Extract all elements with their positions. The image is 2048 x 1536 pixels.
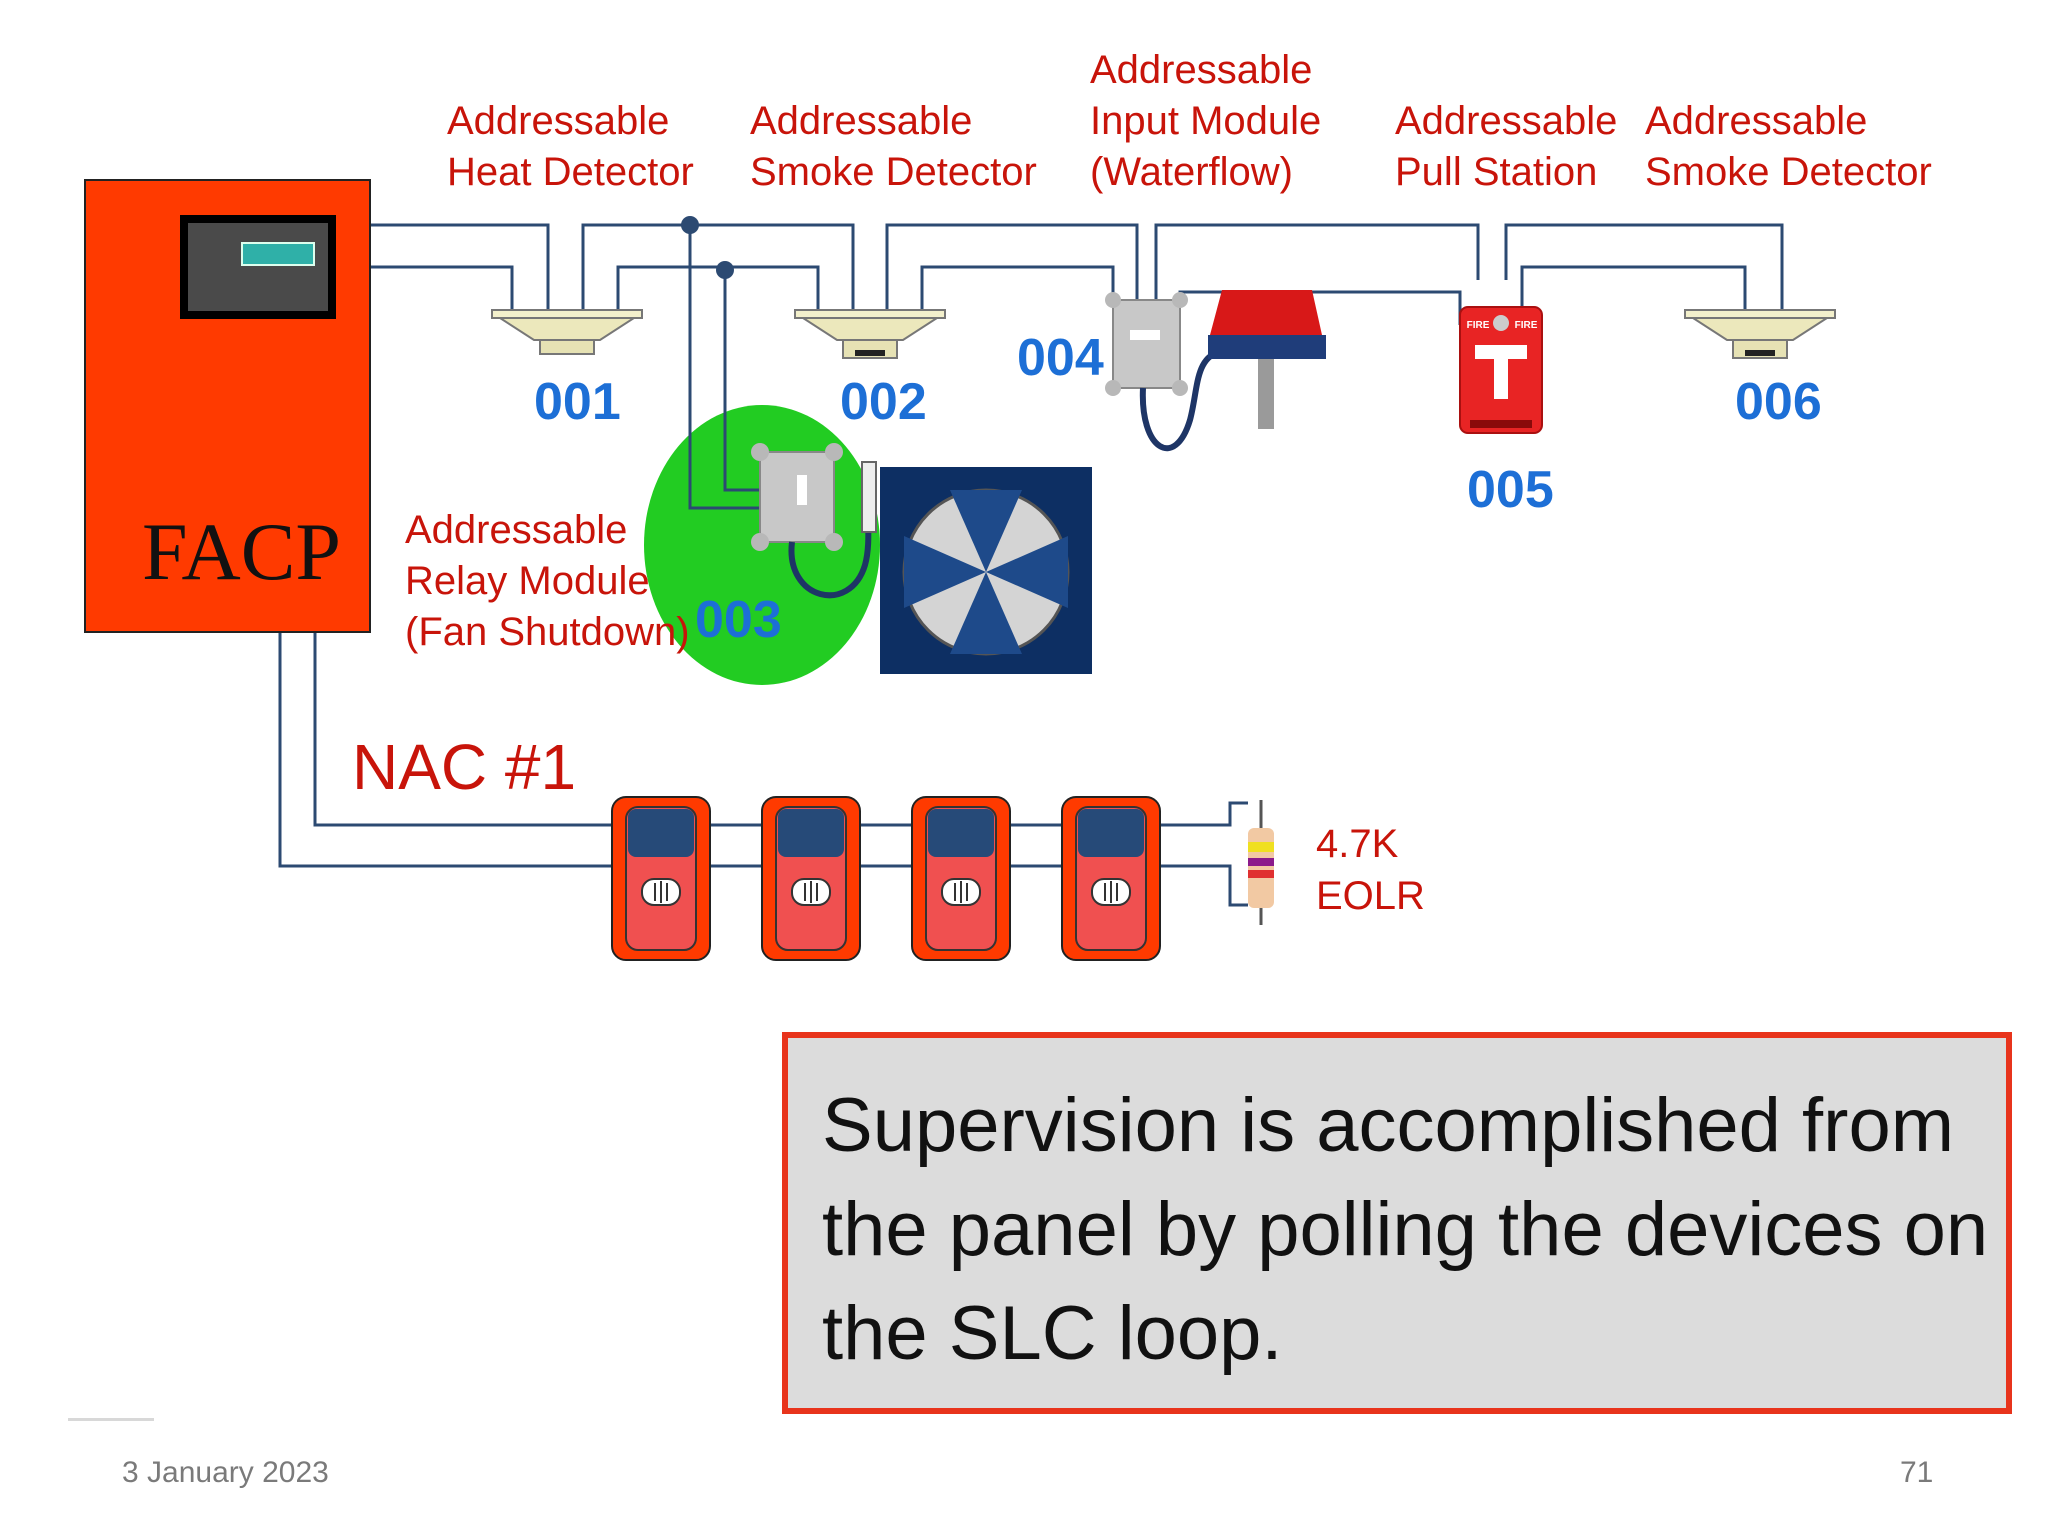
nac-wiring (278, 632, 1248, 907)
device-address-006: 006 (1735, 373, 1822, 431)
horn-strobe-icon[interactable] (611, 796, 711, 961)
note-text: Supervision is accomplished from the pan… (822, 1083, 1989, 1376)
input-module-icon[interactable] (1105, 292, 1220, 452)
note-box: Supervision is accomplished from the pan… (782, 1032, 2012, 1414)
facp-panel[interactable] (84, 179, 371, 633)
footer-date: 3 January 2023 (122, 1456, 329, 1489)
device-address-005: 005 (1467, 461, 1554, 519)
eol-resistor-icon (1248, 800, 1274, 925)
device-address-004: 004 (1017, 329, 1104, 387)
pull-station-fire-right: FIRE (1515, 320, 1538, 331)
footer-rule (68, 1418, 154, 1421)
nac-label: NAC #1 (352, 731, 577, 803)
pull-station-icon[interactable]: FIRE FIRE (1459, 306, 1543, 434)
horn-strobe-icon[interactable] (1061, 796, 1161, 961)
relay-module-icon[interactable] (751, 443, 877, 599)
pull-station-fire-left: FIRE (1467, 320, 1490, 331)
heat-detector-icon[interactable] (491, 309, 643, 355)
smoke-detector-icon[interactable] (1684, 309, 1836, 359)
device-label-003: Addressable Relay Module (Fan Shutdown) (405, 508, 690, 654)
eolr-value: 4.7K (1316, 822, 1399, 866)
nac-appliances (611, 796, 1161, 961)
device-label-002: Addressable Smoke Detector (750, 99, 1037, 194)
fan-icon (880, 467, 1092, 674)
device-address-001: 001 (534, 373, 621, 431)
horn-strobe-icon[interactable] (911, 796, 1011, 961)
eolr-label: EOLR (1316, 874, 1425, 918)
device-address-002: 002 (840, 373, 927, 431)
device-label-001: Addressable Heat Detector (447, 99, 694, 194)
device-address-003: 003 (695, 591, 782, 649)
horn-strobe-icon[interactable] (761, 796, 861, 961)
junction-dot (716, 261, 734, 279)
junction-dot (681, 216, 699, 234)
device-label-005: Addressable Pull Station (1395, 99, 1618, 194)
smoke-detector-icon[interactable] (794, 309, 946, 359)
facp-label: FACP (142, 506, 342, 597)
page-number: 71 (1900, 1456, 1934, 1489)
device-label-004: Addressable Input Module (Waterflow) (1090, 48, 1322, 194)
waterflow-switch-icon (1208, 290, 1326, 429)
device-label-006: Addressable Smoke Detector (1645, 99, 1932, 194)
